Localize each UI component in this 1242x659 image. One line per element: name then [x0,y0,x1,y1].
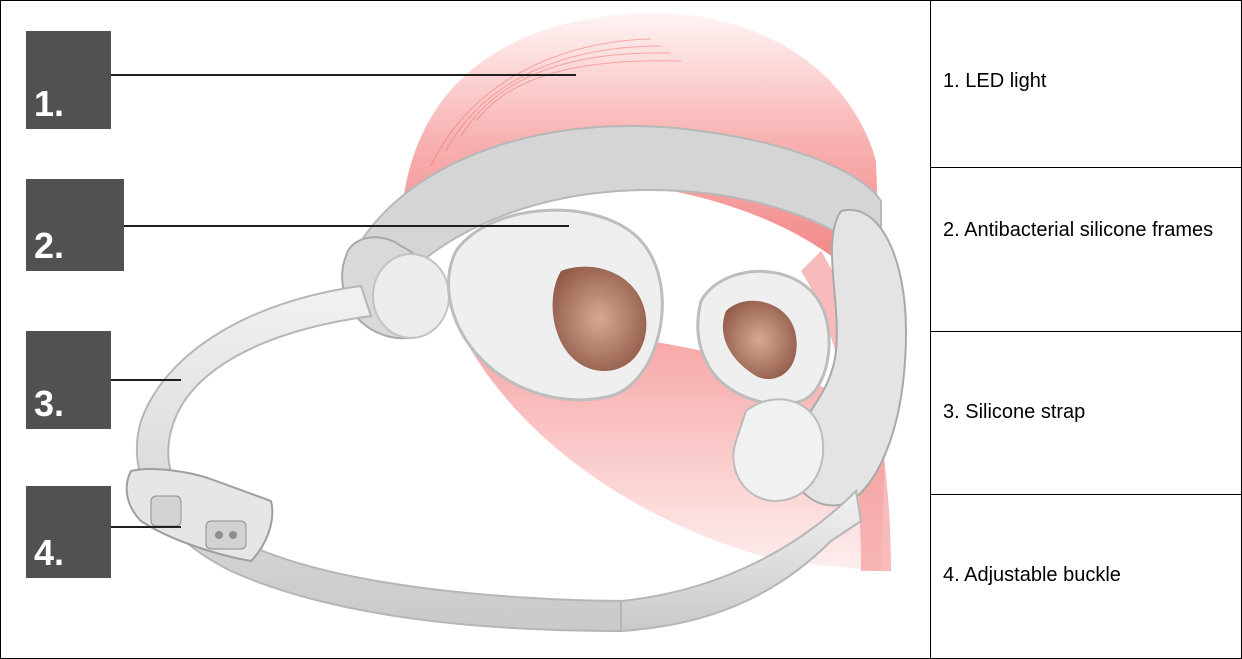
description-2: 2. Antibacterial silicone frames [943,218,1229,242]
label-number-2: 2. [34,225,64,267]
adjustable-buckle [127,469,273,561]
leader-line-3 [111,379,181,381]
silicone-frames [449,210,830,404]
leader-line-1 [111,74,576,76]
table-row: 2. Antibacterial silicone frames [931,168,1241,332]
description-4: 4. Adjustable buckle [943,563,1229,587]
label-box-4: 4. [26,486,111,578]
table-row: 3. Silicone strap [931,332,1241,495]
table-row: 4. Adjustable buckle [931,495,1241,658]
description-1: 1. LED light [943,69,1229,93]
table-row: 1. LED light [931,1,1241,168]
label-box-3: 3. [26,331,111,429]
label-number-3: 3. [34,383,64,425]
led-mask-illustration [1,1,930,658]
description-3: 3. Silicone strap [943,400,1229,424]
label-box-2: 2. [26,179,124,271]
leader-line-4 [111,526,181,528]
label-number-4: 4. [34,532,64,574]
description-column: 1. LED light 2. Antibacterial silicone f… [931,1,1241,658]
leader-line-2 [124,225,569,227]
label-box-1: 1. [26,31,111,129]
product-image-cell: 1. 2. 3. 4. [1,1,931,658]
label-number-1: 1. [34,83,64,125]
